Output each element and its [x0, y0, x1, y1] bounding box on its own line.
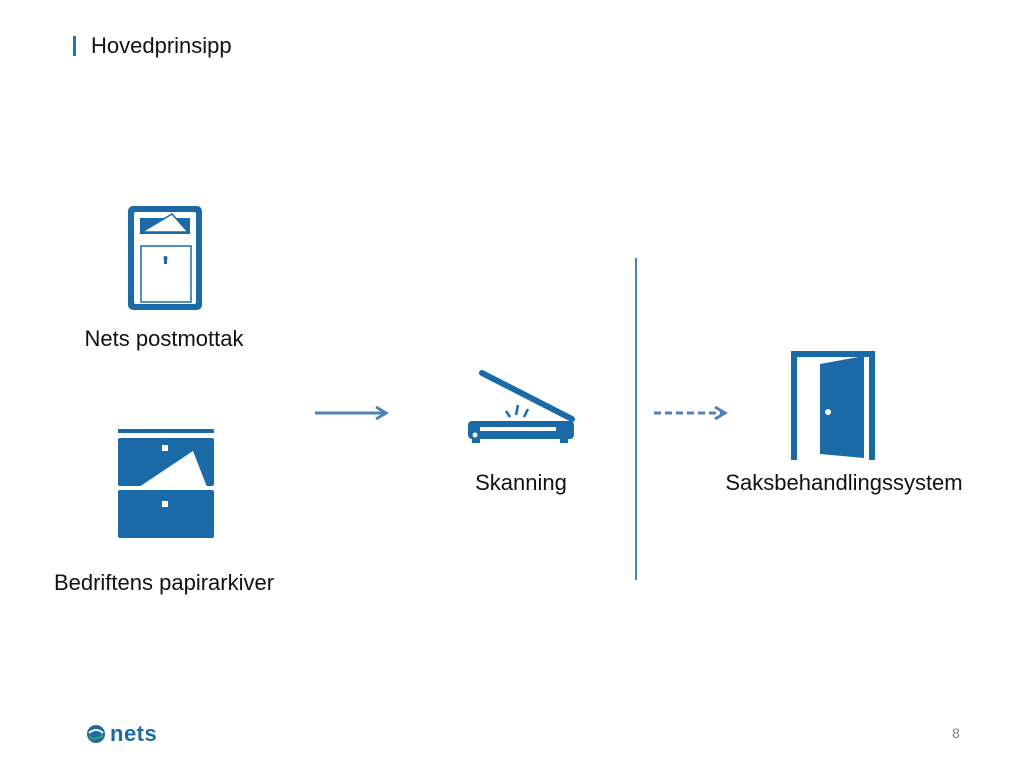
file-cabinet-icon — [117, 429, 215, 546]
archive-label: Bedriftens papirarkiver — [53, 570, 275, 595]
open-door-icon — [790, 350, 876, 467]
dashed-arrow — [652, 404, 732, 427]
nets-logo-mark — [87, 725, 105, 743]
scanning-label: Skanning — [475, 470, 567, 495]
solid-arrow — [313, 404, 391, 427]
mail-label: Nets postmottak — [84, 326, 244, 351]
nets-logo-text: nets — [110, 721, 158, 746]
mailbox-icon — [126, 204, 206, 319]
nets-logo: nets — [86, 721, 158, 746]
page-number: 8 — [952, 725, 960, 741]
scanner-icon — [466, 369, 580, 450]
page-title: Hovedprinsipp — [91, 33, 232, 58]
title-accent-bar — [73, 36, 76, 56]
divider-line — [635, 258, 637, 580]
target-label: Saksbehandlingssystem — [725, 470, 963, 495]
